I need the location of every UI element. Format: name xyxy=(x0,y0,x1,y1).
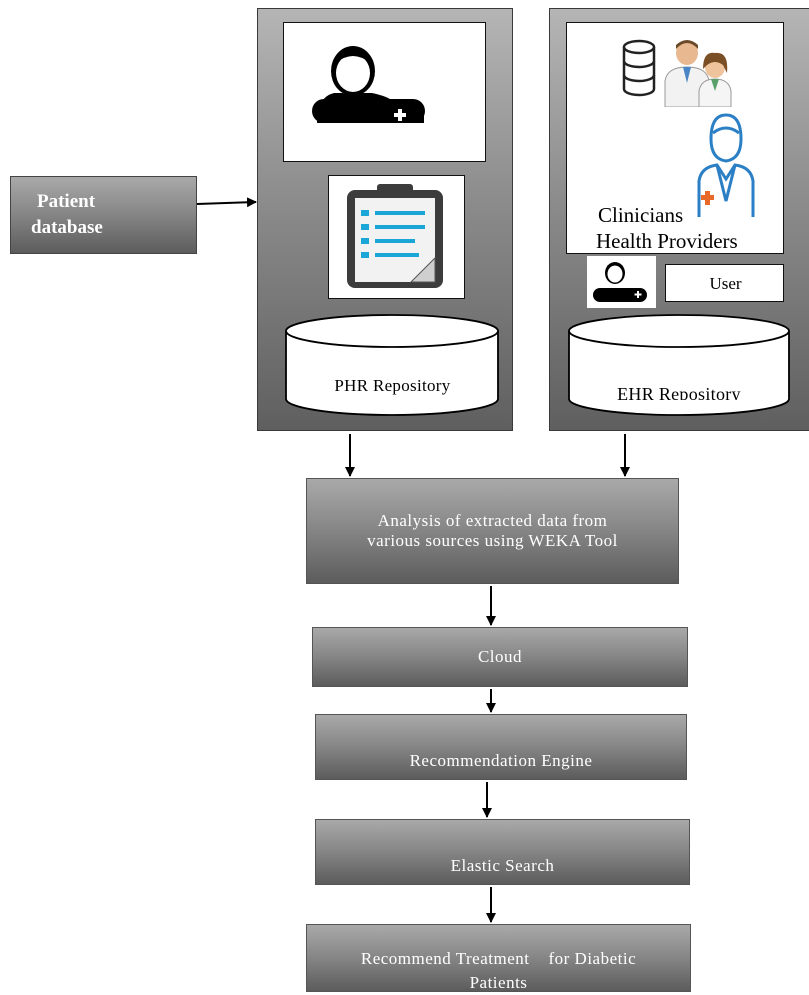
user-avatar-box xyxy=(587,256,656,308)
analysis-line2: various sources using WEKA Tool xyxy=(367,531,618,550)
cloud-box: Cloud xyxy=(312,627,688,687)
doctor-figure-icon xyxy=(697,113,755,217)
phr-repository-label: PHR Repository xyxy=(334,376,451,395)
recommend-treatment-box: Recommend Treatment for Diabetic Patient… xyxy=(306,924,691,992)
arrow-patient-to-phr xyxy=(196,197,257,208)
elastic-search-label: Elastic Search xyxy=(450,856,555,875)
recommend-treatment-line1: Recommend Treatment for Diabetic xyxy=(360,949,637,968)
doctors-group-icon xyxy=(664,40,732,107)
cloud-label: Cloud xyxy=(477,647,523,666)
patient-database-box: Patient database xyxy=(10,176,197,254)
health-providers-label: Health Providers xyxy=(596,229,738,253)
clipboard-checklist-icon xyxy=(347,184,443,288)
patient-icon-box xyxy=(283,22,486,162)
ehr-repository-cylinder xyxy=(568,314,790,416)
ehr-repository-label: EHR Repository xyxy=(617,384,741,400)
user-label-box: User xyxy=(665,264,784,302)
recommendation-engine-label: Recommendation Engine xyxy=(409,751,593,770)
recommendation-engine-box: Recommendation Engine xyxy=(315,714,687,780)
doctor-avatar-icon xyxy=(312,46,425,123)
clinicians-label: Clinicians xyxy=(598,203,684,227)
recommend-treatment-line2: Patients xyxy=(469,973,528,992)
clinicians-box: Clinicians Health Providers xyxy=(566,22,784,254)
user-label: User xyxy=(709,274,742,293)
database-icon xyxy=(622,39,656,97)
patient-database-line1: Patient xyxy=(37,191,96,212)
analysis-line1: Analysis of extracted data from xyxy=(377,511,608,530)
user-avatar-icon xyxy=(593,262,647,302)
patient-database-line2: database xyxy=(31,217,103,238)
phr-repository-cylinder xyxy=(285,314,499,416)
clipboard-box xyxy=(328,175,465,299)
elastic-search-box: Elastic Search xyxy=(315,819,690,885)
ehr-repository-label-clip: EHR Repository xyxy=(567,383,791,400)
analysis-box: Analysis of extracted data from various … xyxy=(306,478,679,584)
